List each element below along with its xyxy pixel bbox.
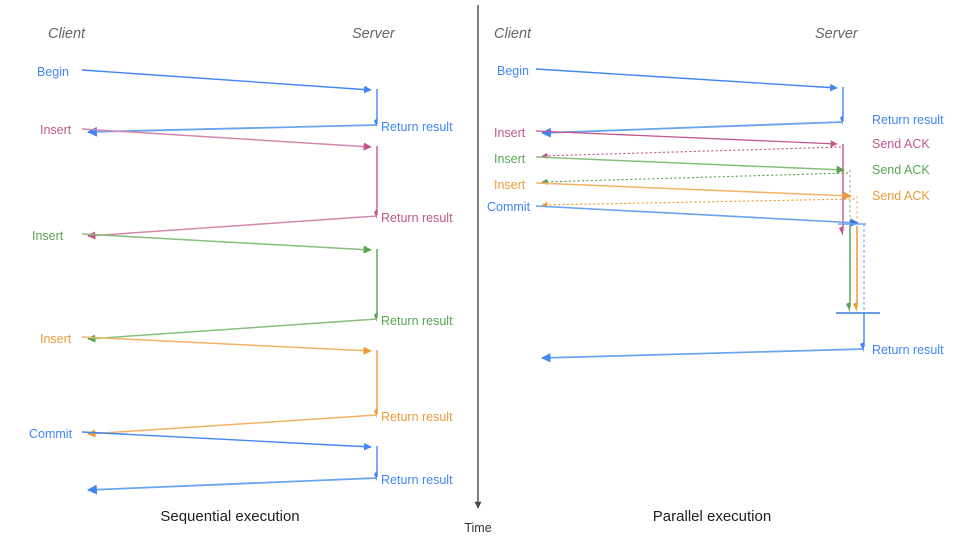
par-insert2-request-arrow <box>535 156 845 174</box>
seq-insert1-request-arrow <box>81 128 372 151</box>
par-client-label-insert-3: Insert <box>494 178 526 192</box>
par-insert3-request-arrow <box>535 182 852 200</box>
par-client-label-commit: Commit <box>487 200 531 214</box>
seq-client-label-insert-2: Insert <box>32 229 64 243</box>
seq-client-label-begin: Begin <box>37 65 69 79</box>
par-insert3-processing-arrowhead <box>853 302 857 312</box>
seq-begin-response-arrow <box>87 124 378 137</box>
parallel-panel-caption: Parallel execution <box>653 508 771 525</box>
time-axis: Time <box>464 5 492 535</box>
sequential-client-lane-title: Client <box>48 26 86 42</box>
seq-insert1-response-arrow <box>87 215 378 240</box>
par-server-label-return-result-2: Return result <box>872 343 944 357</box>
seq-insert3-response-arrow <box>87 414 378 438</box>
seq-insert2-request-arrow <box>81 233 372 254</box>
par-server-label-send-ack-1: Send ACK <box>872 137 930 151</box>
seq-server-label-return-result-4: Return result <box>381 410 453 424</box>
seq-begin-processing-arrowhead <box>374 118 377 127</box>
seq-client-label-insert-1: Insert <box>40 123 72 137</box>
panel-parallel: Client Server <box>487 26 944 525</box>
sequential-server-lane-title: Server <box>352 26 396 42</box>
par-insert1-processing-arrowhead <box>839 226 843 236</box>
seq-commit-request-arrow <box>81 431 372 451</box>
par-insert3-ack-arrow <box>541 198 856 208</box>
seq-begin-request-arrow <box>81 69 372 94</box>
par-begin-request-arrow <box>535 68 838 92</box>
parallel-server-lane-title: Server <box>815 26 859 42</box>
seq-server-label-return-result-1: Return result <box>381 120 453 134</box>
par-server-label-send-ack-3: Send ACK <box>872 189 930 203</box>
panel-sequential: Client Server Begin Insert Insert Insert <box>29 26 453 525</box>
seq-insert3-request-arrow <box>81 336 372 355</box>
par-commit-response-arrow <box>541 348 865 363</box>
seq-server-label-return-result-2: Return result <box>381 211 453 225</box>
seq-server-label-return-result-3: Return result <box>381 314 453 328</box>
seq-insert2-response-arrow <box>87 318 378 343</box>
par-insert1-request-arrow <box>535 130 838 148</box>
seq-client-label-commit: Commit <box>29 427 73 441</box>
par-client-label-begin: Begin <box>497 64 529 78</box>
par-server-label-return-result-1: Return result <box>872 113 944 127</box>
parallel-client-lane-title: Client <box>494 26 532 42</box>
par-client-label-insert-1: Insert <box>494 126 526 140</box>
sequential-panel-caption: Sequential execution <box>160 508 299 525</box>
par-client-label-insert-2: Insert <box>494 152 526 166</box>
par-begin-response-arrow <box>541 121 844 138</box>
seq-commit-response-arrow <box>87 477 378 495</box>
par-commit-request-arrow <box>535 205 859 227</box>
seq-client-label-insert-3: Insert <box>40 332 72 346</box>
par-server-label-send-ack-2: Send ACK <box>872 163 930 177</box>
par-insert2-processing-arrowhead <box>846 302 850 312</box>
seq-server-label-return-result-5: Return result <box>381 473 453 487</box>
time-axis-label: Time <box>464 521 491 535</box>
par-insert1-ack-arrow <box>541 146 842 159</box>
